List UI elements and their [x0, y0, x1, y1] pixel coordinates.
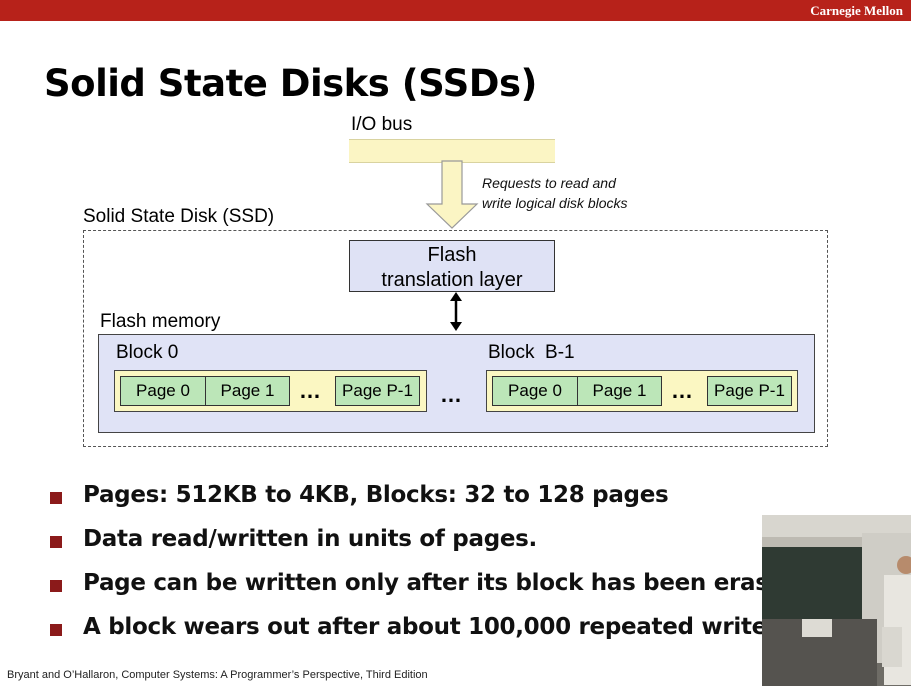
block-0-page-0: Page 0	[120, 376, 206, 406]
bullet-text: Pages: 512KB to 4KB, Blocks: 32 to 128 p…	[83, 482, 669, 508]
block-0-page-1: Page 1	[205, 376, 290, 406]
block-last-page-1: Page 1	[577, 376, 662, 406]
block-last-page-last: Page P-1	[707, 376, 792, 406]
io-bus-label: I/O bus	[351, 114, 413, 135]
ssd-label: Solid State Disk (SSD)	[83, 206, 275, 227]
block-last-label: Block B-1	[488, 342, 575, 363]
block-0-label: Block 0	[116, 342, 179, 363]
flash-memory-label: Flash memory	[100, 311, 221, 332]
header-bar: Carnegie Mellon	[0, 0, 911, 21]
slide-title: Solid State Disks (SSDs)	[44, 62, 537, 105]
bullet-text: A block wears out after about 100,000 re…	[83, 614, 789, 640]
lecturer-video-thumbnail	[762, 515, 911, 686]
bullet-square-icon	[50, 536, 62, 548]
brand-label: Carnegie Mellon	[810, 3, 903, 18]
ftl-line-1: Flash	[427, 244, 477, 266]
block-last-pages-ellipsis: …	[671, 378, 695, 403]
flash-translation-layer: Flash translation layer	[349, 240, 555, 292]
blocks-ellipsis: …	[440, 382, 464, 407]
bullet-square-icon	[50, 492, 62, 504]
block-last-page-0: Page 0	[492, 376, 578, 406]
request-line-1: Requests to read and	[482, 175, 616, 191]
ftl-line-2: translation layer	[381, 269, 523, 291]
double-arrow-icon	[450, 292, 462, 331]
slide-footer: Bryant and O’Hallaron, Computer Systems:…	[7, 669, 428, 681]
bullet-square-icon	[50, 580, 62, 592]
down-arrow-icon	[425, 160, 479, 229]
bullet-text: Data read/written in units of pages.	[83, 526, 537, 552]
block-0-page-last: Page P-1	[335, 376, 420, 406]
lecture-room-image	[762, 515, 911, 686]
ssd-boundary	[83, 230, 828, 447]
io-bus	[349, 139, 555, 163]
request-note: Requests to read and write logical disk …	[482, 173, 628, 213]
bullet-text: Page can be written only after its block…	[83, 570, 801, 596]
block-0-pages-ellipsis: …	[299, 378, 323, 403]
request-line-2: write logical disk blocks	[482, 195, 628, 211]
bullet-square-icon	[50, 624, 62, 636]
